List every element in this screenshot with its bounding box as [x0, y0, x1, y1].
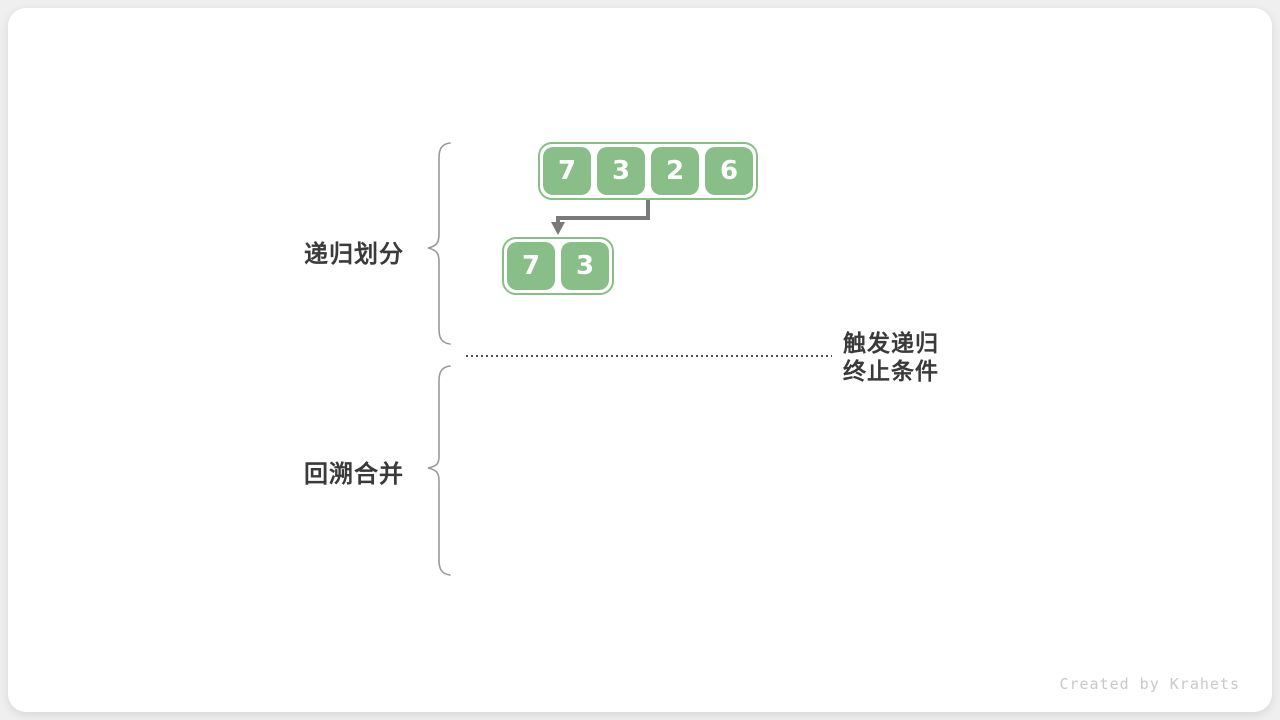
- brace-recursive-divide: [427, 142, 451, 345]
- brace-backtrack-merge: [427, 365, 451, 576]
- termination-label-line1: 触发递归: [843, 330, 939, 356]
- diagram-overlay: [427, 142, 650, 576]
- label-backtrack-merge: 回溯合并: [304, 461, 404, 488]
- divide-arrowhead: [551, 222, 565, 235]
- array-top: 7 3 2 6: [538, 142, 758, 200]
- array-cell: 2: [651, 147, 699, 195]
- watermark: Created by Krahets: [1059, 675, 1240, 693]
- label-recursive-divide: 递归划分: [304, 241, 404, 268]
- array-sub: 7 3: [502, 237, 614, 295]
- array-cell: 3: [561, 242, 609, 290]
- array-cell: 6: [705, 147, 753, 195]
- termination-label-line2: 终止条件: [843, 358, 939, 384]
- diagram-card: 递归划分 回溯合并 7 3 2 6 7 3 触发递归 终止条件 Created …: [8, 8, 1272, 712]
- divide-arrow: [556, 200, 650, 224]
- termination-label: 触发递归 终止条件: [843, 329, 939, 385]
- array-cell: 7: [507, 242, 555, 290]
- array-cell: 7: [543, 147, 591, 195]
- array-cell: 3: [597, 147, 645, 195]
- termination-dotted-line: [466, 355, 832, 357]
